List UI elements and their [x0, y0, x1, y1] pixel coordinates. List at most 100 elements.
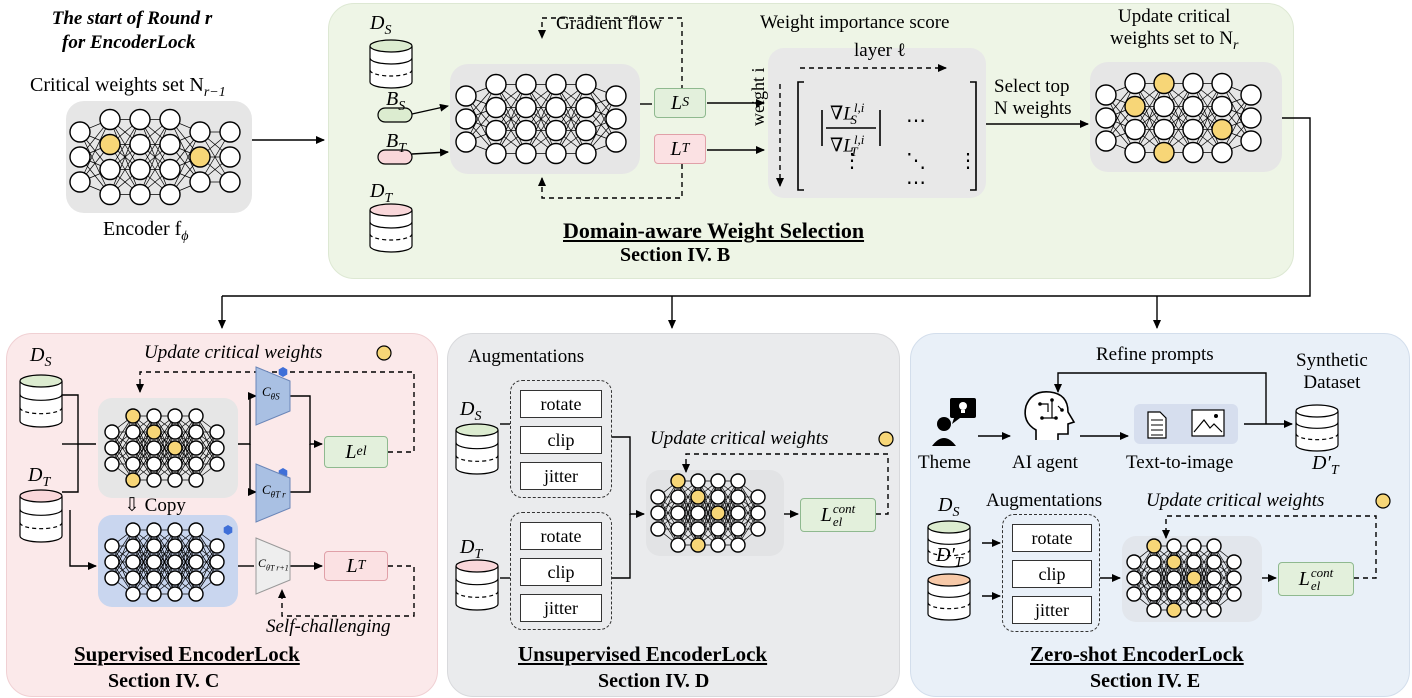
classifier-s: [255, 366, 291, 426]
unsup-dt-db: [455, 559, 499, 611]
neuron: [167, 408, 183, 424]
domain-aware-title: Domain-aware Weight Selection: [563, 218, 865, 243]
neuron: [750, 505, 766, 521]
neuron: [690, 473, 706, 489]
neuron: [129, 108, 151, 131]
sup-ds-label: DS: [30, 344, 52, 370]
neuron: [129, 158, 151, 181]
neuron: [1182, 141, 1204, 164]
matrix-vdots-2: ⋮: [958, 150, 978, 172]
neuron: [670, 489, 686, 505]
neuron: [485, 73, 507, 96]
neuron: [575, 119, 597, 142]
top-dt-db: [369, 203, 413, 253]
neuron: [99, 183, 121, 206]
neuron: [146, 472, 162, 488]
neuron: [1226, 554, 1242, 570]
classifier-tr1-label: CθT r+1: [258, 556, 289, 573]
encoder-label: Encoder fϕ: [103, 218, 189, 244]
neuron: [1240, 107, 1262, 129]
neuron: [1126, 554, 1142, 570]
critical-neuron: [710, 505, 726, 521]
sup-network-top: [104, 408, 225, 488]
text-to-image-label: Text-to-image: [1126, 452, 1234, 473]
weight-i-label: weight i: [748, 67, 768, 127]
neuron: [188, 456, 204, 472]
neuron: [670, 521, 686, 537]
zs-aug-group: [1002, 514, 1100, 632]
ai-agent-head-icon: [1024, 390, 1076, 440]
zs-aug-rotate: rotate: [1012, 524, 1092, 552]
neuron: [1206, 538, 1222, 554]
weight-score-title: Weight importance score: [760, 12, 950, 33]
neuron: [188, 440, 204, 456]
neuron: [1206, 586, 1222, 602]
neuron: [167, 424, 183, 440]
unsup-dt-label: DT: [460, 536, 483, 562]
neuron: [1124, 141, 1146, 164]
unsup-aug-jitter-2: jitter: [520, 594, 602, 622]
neuron: [209, 440, 225, 456]
neuron: [670, 537, 686, 553]
neuron: [125, 554, 141, 570]
zs-ds-db: [927, 520, 971, 568]
zeroshot-panel: [910, 333, 1410, 697]
neuron: [1146, 586, 1162, 602]
neuron: [209, 538, 225, 554]
neuron: [1211, 141, 1233, 164]
neuron: [167, 586, 183, 602]
neuron: [650, 521, 666, 537]
matrix-hdots-1: ⋯: [906, 110, 926, 132]
supervised-section: Section IV. C: [108, 670, 220, 692]
neuron: [209, 554, 225, 570]
neuron: [1240, 84, 1262, 106]
neuron: [104, 538, 120, 554]
neuron: [605, 131, 627, 153]
sup-dt-db: [19, 489, 63, 543]
neuron: [730, 505, 746, 521]
neuron: [710, 521, 726, 537]
neuron: [99, 108, 121, 131]
neuron: [159, 133, 181, 156]
neuron: [146, 456, 162, 472]
neuron: [455, 85, 477, 107]
classifier-tr1: [255, 537, 291, 595]
neuron: [159, 183, 181, 206]
neuron: [125, 570, 141, 586]
neuron: [670, 505, 686, 521]
copy-label: ⇩ Copy: [124, 495, 186, 516]
neuron: [515, 142, 537, 165]
unsup-aug-jitter-1: jitter: [520, 462, 602, 490]
top-ds-label: DS: [370, 12, 392, 38]
neuron: [690, 505, 706, 521]
zs-aug-label: Augmentations: [986, 490, 1103, 511]
batch-s: [377, 107, 413, 123]
neuron: [485, 142, 507, 165]
lock-hex-3: [223, 525, 233, 535]
neuron: [209, 570, 225, 586]
neuron: [188, 522, 204, 538]
neuron: [1153, 118, 1175, 141]
neuron: [515, 73, 537, 96]
critical-neuron: [125, 472, 141, 488]
sup-network-bottom: [104, 522, 225, 602]
critical-neuron: [1146, 538, 1162, 554]
neuron: [710, 489, 726, 505]
neuron: [189, 121, 211, 143]
top-bs-label: BS: [386, 88, 406, 114]
neuron: [730, 521, 746, 537]
critical-neuron: [1166, 554, 1182, 570]
neuron: [104, 424, 120, 440]
top-ds-db: [369, 39, 413, 89]
zs-aug-clip: clip: [1012, 560, 1092, 588]
neuron: [1182, 72, 1204, 95]
matrix-bg: [768, 48, 986, 198]
updated-network: [1095, 72, 1262, 164]
encoder-network: [69, 108, 241, 206]
unsup-aug-rotate-1: rotate: [520, 390, 602, 418]
batch-t: [377, 149, 413, 165]
